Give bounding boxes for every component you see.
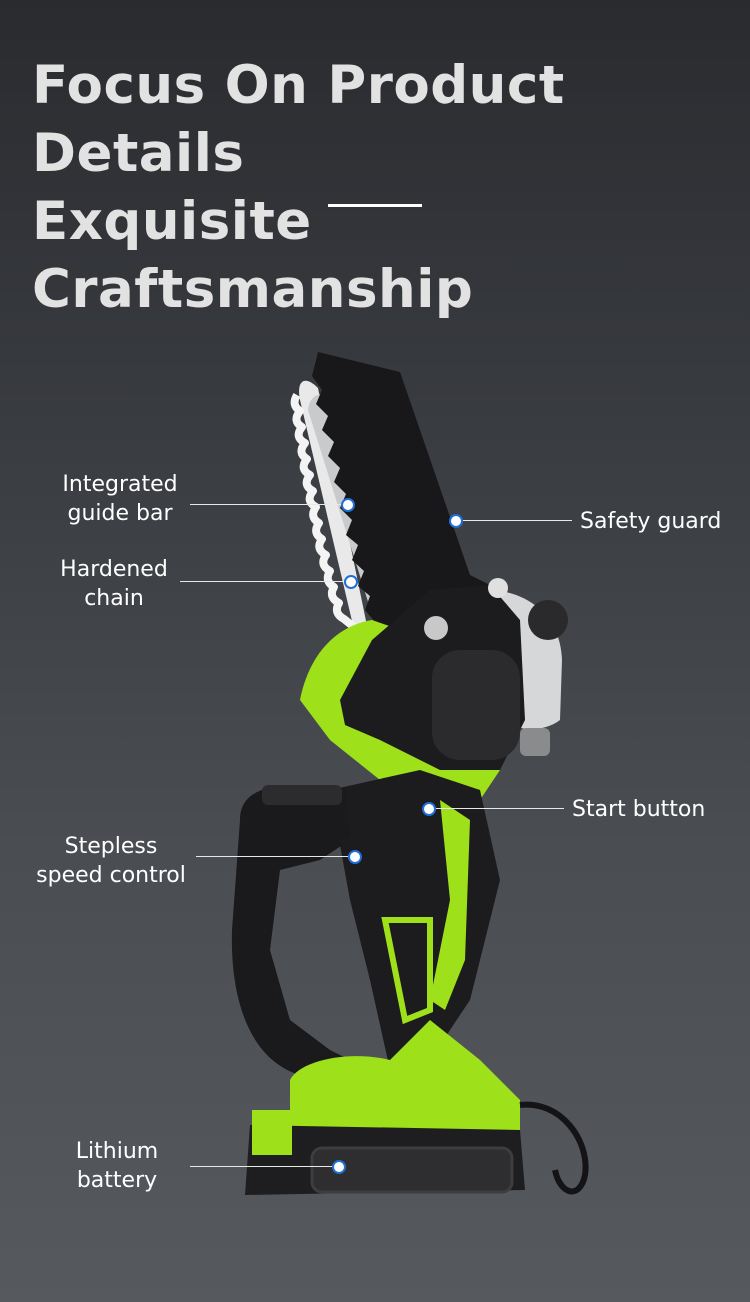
callout-battery: Lithium battery [58, 1137, 176, 1195]
callout-chain-line1: Hardened [60, 557, 168, 582]
callout-start-button: Start button [572, 795, 722, 824]
title-line-2: Exquisite Craftsmanship [32, 191, 474, 320]
lanyard [519, 1101, 589, 1195]
start-button-dot-icon [422, 802, 436, 816]
safety-guard [312, 352, 500, 640]
handle-base [290, 1020, 520, 1140]
safety-guard-leader-line [460, 520, 572, 521]
battery-pack [245, 1110, 525, 1195]
callout-guide-bar-line2: guide bar [67, 501, 173, 526]
guide-bar-dot-icon [341, 498, 355, 512]
start-button-leader-line [432, 808, 564, 809]
callout-battery-line2: battery [76, 1168, 158, 1193]
callout-guide-bar-line1: Integrated [62, 472, 178, 497]
callout-guide-bar: Integrated guide bar [52, 470, 188, 528]
rear-handle [231, 785, 360, 1080]
callout-speed-control-line1: Stepless [64, 834, 158, 859]
callout-chain-line2: chain [84, 586, 144, 611]
callout-safety-guard: Safety guard [580, 507, 730, 536]
speed-control-dot-icon [348, 850, 362, 864]
speed-control-leader-line [196, 856, 350, 857]
page-title: Focus On Product Details Exquisite Craft… [32, 52, 750, 324]
title-line-1: Focus On Product Details [32, 55, 565, 184]
callout-speed-control: Stepless speed control [30, 832, 192, 890]
callout-safety-guard-line1: Safety guard [580, 509, 722, 534]
chain-leader-line [180, 581, 346, 582]
title-divider [328, 204, 422, 207]
callout-battery-line1: Lithium [75, 1139, 159, 1164]
callout-chain: Hardened chain [52, 555, 176, 613]
battery-dot-icon [332, 1160, 346, 1174]
guide-bar-leader-line [190, 504, 344, 505]
battery-leader-line [190, 1166, 334, 1167]
safety-guard-dot-icon [449, 514, 463, 528]
callout-speed-control-line2: speed control [36, 863, 186, 888]
chain-dot-icon [344, 575, 358, 589]
callout-start-button-line1: Start button [572, 797, 706, 822]
